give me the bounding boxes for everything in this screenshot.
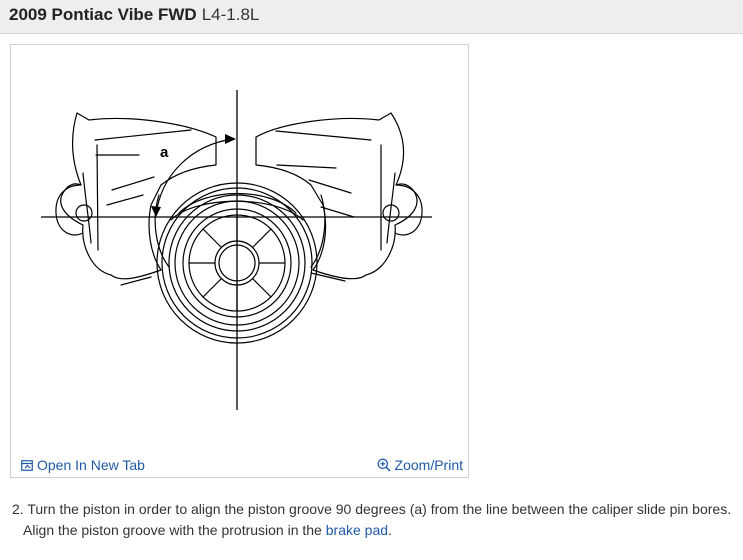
zoom-in-icon <box>377 458 391 472</box>
left-slide-pin-bore <box>75 204 93 222</box>
caliper-left-ear <box>55 184 84 236</box>
instruction-step: 2. Turn the piston in order to align the… <box>12 499 740 541</box>
arc-arrowhead-top <box>225 134 236 144</box>
step-text-line2-suffix: . <box>388 522 392 538</box>
caliper-left-body <box>60 112 217 280</box>
angle-label-a: a <box>160 144 169 161</box>
vehicle-name: 2009 Pontiac Vibe FWD <box>9 5 197 24</box>
step-text-line2: Align the piston groove with the protrus… <box>12 520 740 541</box>
external-window-icon <box>21 459 33 471</box>
zoom-print-label: Zoom/Print <box>394 457 463 473</box>
open-in-new-tab-link[interactable]: Open In New Tab <box>21 457 145 473</box>
angle-arc <box>155 138 234 216</box>
caliper-right-body <box>255 112 418 280</box>
arc-arrowhead-bottom <box>151 206 161 217</box>
engine-spec: L4-1.8L <box>201 5 260 24</box>
step-text-line2-prefix: Align the piston groove with the protrus… <box>23 522 326 538</box>
zoom-print-link[interactable]: Zoom/Print <box>377 457 463 473</box>
step-text-line1: 2. Turn the piston in order to align the… <box>12 501 732 517</box>
caliper-right-ear <box>394 184 423 236</box>
figure-card: a Open In New Tab Zoom/Print <box>10 44 469 478</box>
open-in-new-tab-label: Open In New Tab <box>37 457 145 473</box>
brake-pad-link[interactable]: brake pad <box>325 522 389 538</box>
brake-caliper-diagram[interactable]: a <box>11 45 468 445</box>
right-slide-pin-bore <box>382 204 400 222</box>
